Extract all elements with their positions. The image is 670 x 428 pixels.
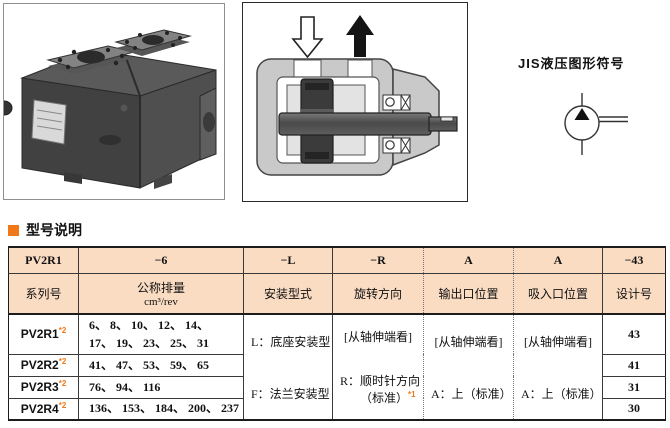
jis-symbol-label: JIS液压图形符号 xyxy=(518,56,625,71)
header-design: 设计号 xyxy=(602,272,666,314)
model-code-table: PV2R1 −6 −L −R A A −43 系列号 公称排量 cm³/rev … xyxy=(8,246,666,421)
design-cell: 43 xyxy=(602,313,666,354)
rotation-cell: [从轴伸端看] R：顺时针方向 （标准）*1 xyxy=(332,313,424,420)
design-cell: 41 xyxy=(602,353,666,376)
design-cell: 31 xyxy=(602,375,666,398)
series-cell: PV2R2*2 xyxy=(8,353,79,376)
header-rotation: 旋转方向 xyxy=(332,272,424,314)
footnote-marker: *1 xyxy=(408,389,416,399)
pump-photo-frame xyxy=(0,3,225,200)
footnote-marker: *2 xyxy=(58,326,67,336)
mounting-cell: L：底座安装型 F：法兰安装型 xyxy=(243,313,333,420)
inlet-arrow-icon xyxy=(291,16,324,59)
outlet-arrow-icon xyxy=(346,15,374,57)
code-cell-inlet: A xyxy=(513,247,603,273)
displacement-cell: 76、 94、 116 xyxy=(78,375,244,398)
displacement-cell: 136、 153、 184、 200、 237 xyxy=(78,397,244,420)
section-bullet-icon xyxy=(8,224,19,236)
code-cell-design: −43 xyxy=(602,247,666,273)
design-cell: 30 xyxy=(602,397,666,420)
code-cell-outlet: A xyxy=(423,247,514,273)
inlet-cell: [从轴伸端看] A：上（标准） xyxy=(513,313,603,420)
pump-photo-illustration xyxy=(0,29,217,189)
cross-section-frame xyxy=(242,2,468,202)
code-cell-mounting: −L xyxy=(243,247,333,273)
outlet-cell: [从轴伸端看] A：上（标准） xyxy=(423,313,514,420)
footnote-marker: *2 xyxy=(58,400,67,410)
header-outlet: 输出口位置 xyxy=(423,272,514,314)
displacement-cell: 41、 47、 53、 59、 65 xyxy=(78,353,244,376)
displacement-cell: 6、 8、 10、 12、 14、 17、 19、 23、 25、 31 xyxy=(78,313,244,354)
cross-section-illustration xyxy=(256,15,458,176)
series-cell: PV2R3*2 xyxy=(8,375,79,398)
series-cell: PV2R4*2 xyxy=(8,397,79,420)
footnote-marker: *2 xyxy=(58,357,67,366)
section-title-text: 型号说明 xyxy=(26,224,82,239)
header-inlet: 吸入口位置 xyxy=(513,272,603,314)
series-cell: PV2R1*2 xyxy=(8,313,79,354)
code-cell-rotation: −R xyxy=(332,247,424,273)
code-cell-series: PV2R1 xyxy=(8,247,79,273)
header-mounting: 安装型式 xyxy=(243,272,333,314)
footnote-marker: *2 xyxy=(58,379,67,388)
section-title: 型号说明 xyxy=(8,220,82,240)
jis-pump-symbol-icon xyxy=(564,93,628,155)
displacement-unit: cm³/rev xyxy=(144,295,178,308)
header-displacement: 公称排量 cm³/rev xyxy=(78,272,244,314)
code-cell-displacement: −6 xyxy=(78,247,244,273)
header-series: 系列号 xyxy=(8,272,79,314)
